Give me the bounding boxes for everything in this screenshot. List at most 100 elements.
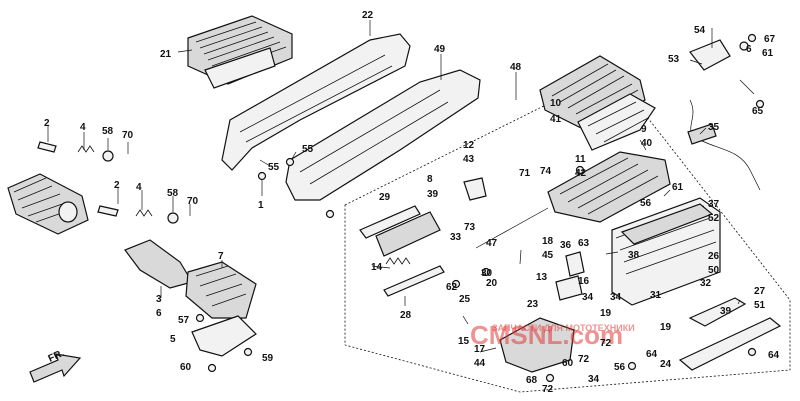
part-number-label: 40: [641, 138, 653, 149]
part-number-label: 58: [102, 126, 114, 137]
part-number-label: 15: [458, 336, 470, 347]
part-number-label: 35: [708, 122, 720, 133]
part-number-label: 39: [720, 306, 732, 317]
part-number-label: 7: [218, 251, 224, 262]
part-number-label: 32: [700, 278, 712, 289]
part-number-label: 42: [575, 168, 587, 179]
part-number-label: 3: [156, 294, 162, 305]
part-number-label: 52: [708, 213, 720, 224]
part-number-label: 14: [371, 262, 383, 273]
part-17-arm: [499, 317, 575, 373]
part-number-label: 62: [446, 282, 458, 293]
part-35-cable: [689, 99, 761, 191]
part-number-label: 47: [486, 238, 498, 249]
part-29-bracket: [359, 205, 421, 239]
part-number-label: 19: [600, 308, 612, 319]
part-35-canister: [687, 123, 717, 145]
part-number-label: 64: [768, 350, 780, 361]
part-49-side-cover: [285, 69, 481, 201]
part-number-label: 71: [519, 168, 531, 179]
part-20-shaft: [475, 207, 549, 249]
part-number-label: 60: [180, 362, 192, 373]
part-number-label: 8: [427, 174, 433, 185]
part-number-label: 27: [754, 286, 766, 297]
part-number-label: 64: [646, 349, 658, 360]
part-27-bumper: [688, 297, 747, 327]
part-number-label: 19: [660, 322, 672, 333]
part-number-label: 13: [536, 272, 548, 283]
part-8-block: [375, 211, 441, 257]
part-4-spring: [77, 145, 153, 217]
part-number-label: 61: [762, 48, 774, 59]
part-number-label: 44: [474, 358, 486, 369]
part-number-label: 24: [660, 359, 672, 370]
part-13-link: [555, 275, 583, 301]
part-number-label: 58: [167, 188, 179, 199]
part-5-guard: [191, 315, 257, 357]
part-number-label: 34: [610, 292, 622, 303]
part-number-label: 4: [136, 182, 142, 193]
part-number-label: 41: [550, 114, 562, 125]
part-number-label: 29: [379, 192, 391, 203]
part-number-label: 72: [600, 338, 612, 349]
part-number-label: 73: [464, 222, 476, 233]
part-38-storage-box: [611, 197, 721, 306]
part-number-label: 22: [362, 10, 374, 21]
part-number-label: 18: [542, 236, 554, 247]
part-number-label: 61: [672, 182, 684, 193]
part-number-label: 16: [578, 276, 590, 287]
part-number-label: 56: [640, 198, 652, 209]
part-28-rod: [383, 265, 445, 297]
part-number-label: 11: [575, 154, 586, 165]
part-number-label: 60: [562, 358, 574, 369]
part-number-label: 20: [486, 278, 498, 289]
part-number-label: 12: [463, 140, 475, 151]
part-number-label: 56: [614, 362, 626, 373]
callout-leaders: [47, 20, 755, 353]
part-number-label: 43: [463, 154, 475, 165]
part-14-spring: [385, 257, 411, 265]
part-9-lower-board: [547, 151, 671, 223]
part-24-rail: [678, 317, 782, 371]
part-16-link: [565, 251, 585, 277]
part-21-grille-box: [187, 15, 293, 89]
part-number-label: 23: [527, 299, 539, 310]
part-3-bracket: [124, 239, 193, 289]
part-number-label: 4: [80, 122, 86, 133]
part-number-label: 38: [628, 250, 640, 261]
part-number-label: 74: [540, 166, 552, 177]
part-number-label: 72: [578, 354, 590, 365]
part-number-label: 55: [268, 162, 280, 173]
part-number-label: 59: [262, 353, 274, 364]
part-number-label: 30: [481, 268, 493, 279]
part-11-floor-mat: [577, 93, 656, 151]
part-number-label: 17: [474, 344, 486, 355]
part-number-label: 34: [588, 374, 600, 385]
part-number-label: 55: [302, 144, 314, 155]
part-number-label: 5: [170, 334, 176, 345]
part-58-washer: [102, 150, 114, 162]
part-12-plate: [463, 177, 487, 201]
part-58-washer-2: [167, 212, 179, 224]
part-number-label: 63: [578, 238, 590, 249]
part-number-label: 10: [550, 98, 562, 109]
part-7-footrest: [185, 261, 257, 319]
part-number-label: 1: [258, 200, 264, 211]
part-number-label: 2: [114, 180, 120, 191]
watermark-subtext: ЗАПЧАСТИ ДЛЯ МОТОТЕХНИКИ: [492, 323, 635, 333]
part-number-label: 65: [752, 106, 764, 117]
part-number-label: 57: [178, 315, 190, 326]
part-number-label: 49: [434, 44, 446, 55]
part-number-label: 54: [694, 25, 706, 36]
part-number-label: 6: [746, 44, 752, 55]
assembly-frame: [344, 71, 791, 393]
part-number-label: 37: [708, 199, 720, 210]
part-number-label: 26: [708, 251, 720, 262]
part-number-label: 33: [450, 232, 462, 243]
front-arrow: FR.: [29, 348, 82, 383]
part-number-label: 68: [526, 375, 538, 386]
part-number-label: 48: [510, 62, 522, 73]
part-number-label: 67: [764, 34, 776, 45]
